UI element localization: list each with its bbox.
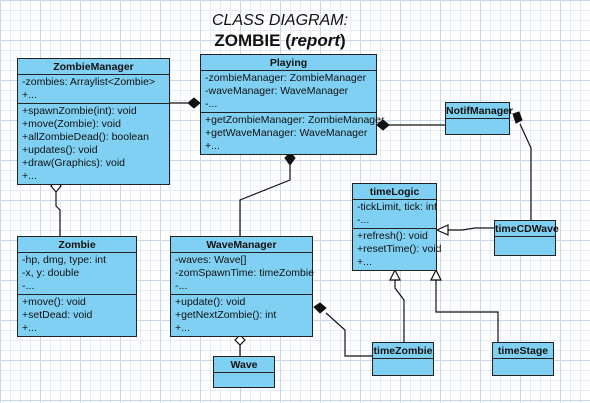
class-notifmanager[interactable]: NotifManager — [445, 102, 514, 135]
methods-section: +update(): void +getNextZombie(): int +.… — [171, 294, 312, 336]
class-timestage[interactable]: timeStage — [492, 342, 554, 376]
inheritance-arrow-timezombie — [389, 268, 401, 281]
composition-diamond-playing-bottom — [284, 151, 296, 166]
method: +... — [22, 322, 37, 334]
class-timezombie[interactable]: timeZombie — [372, 342, 434, 376]
composition-diamond-playing-right — [376, 119, 390, 131]
class-name: Zombie — [18, 237, 136, 253]
attribute: -... — [205, 98, 218, 110]
attribute: +... — [22, 89, 37, 101]
attribute: -tickLimit, tick: int — [357, 201, 437, 213]
method: +getNextZombie(): int — [175, 309, 277, 321]
link-timezombie-timelogic — [394, 280, 405, 342]
methods-section: +refresh(): void +resetTime(): void +... — [353, 228, 442, 270]
attribute: -zombies: Arraylist<Zombie> — [22, 76, 156, 88]
attributes-section: -zombieManager: ZombieManager -waveManag… — [201, 71, 376, 112]
attribute: -waveManager: WaveManager — [205, 85, 349, 97]
method: +... — [22, 170, 37, 182]
class-zombie[interactable]: Zombie -hp, dmg, type: int -x, y: double… — [17, 236, 137, 337]
class-name: timeZombie — [373, 345, 433, 359]
method: +... — [357, 256, 372, 268]
method: +resetTime(): void — [357, 243, 442, 255]
title-main: ZOMBIE — [214, 31, 281, 50]
class-wavemanager[interactable]: WaveManager -waves: Wave[] -zomSpawnTime… — [170, 236, 315, 337]
class-name: timeLogic — [353, 184, 436, 200]
attribute: -hp, dmg, type: int — [22, 254, 107, 266]
class-name: WaveManager — [171, 237, 312, 253]
attribute: -... — [357, 214, 370, 226]
class-name: ZombieManager — [18, 59, 169, 75]
link-playing-wavemanager — [239, 165, 291, 236]
method: +allZombieDead(): boolean — [22, 131, 149, 143]
methods-section: +getZombieManager: ZombieManager +getWav… — [201, 112, 385, 154]
method: +draw(Graphics): void — [22, 157, 125, 169]
diagram-title-line2: ZOMBIE (report) — [0, 31, 560, 51]
attribute: -zomSpawnTime: timeZombie — [175, 267, 315, 279]
class-timelogic[interactable]: timeLogic -tickLimit, tick: int -... +re… — [352, 183, 442, 271]
attributes-section: -waves: Wave[] -zomSpawnTime: timeZombie… — [171, 253, 315, 294]
title-paren-close: ) — [339, 31, 346, 50]
method: +getZombieManager: ZombieManager — [205, 114, 385, 126]
class-name: NotifManager — [446, 105, 514, 119]
link-timecdwave-timelogic — [448, 227, 494, 231]
method: +... — [175, 322, 190, 334]
class-timecdwave[interactable]: timeCDWave — [494, 220, 559, 256]
methods-section: +spawnZombie(int): void +move(Zombie): v… — [18, 103, 169, 184]
class-playing[interactable]: Playing -zombieManager: ZombieManager -w… — [200, 54, 385, 155]
attribute: -... — [175, 280, 188, 292]
attribute: -... — [22, 280, 35, 292]
aggregation-diamond-wavemanager — [234, 334, 246, 346]
link-wavemanager-timezombie — [325, 312, 372, 357]
link-notifmanager-timecdwave — [519, 123, 532, 220]
inheritance-arrow-timecdwave — [435, 224, 449, 236]
methods-section: +move(): void +setDead: void +... — [18, 294, 136, 336]
method: +spawnZombie(int): void — [22, 105, 137, 117]
attributes-section: -hp, dmg, type: int -x, y: double -... — [18, 253, 136, 294]
diagram-title-line1: CLASS DIAGRAM: — [211, 12, 349, 29]
attribute: -waves: Wave[] — [175, 254, 247, 266]
method: +update(): void — [175, 296, 246, 308]
class-name: Playing — [201, 55, 376, 71]
inheritance-arrow-timestage — [430, 268, 442, 281]
method: +move(Zombie): void — [22, 118, 121, 130]
link-timestage-timelogic — [435, 280, 499, 342]
attributes-section: -zombies: Arraylist<Zombie> +... — [18, 75, 169, 103]
composition-diamond-wavemanager — [313, 302, 327, 314]
attribute: -zombieManager: ZombieManager — [205, 72, 367, 84]
class-name: timeCDWave — [495, 223, 559, 237]
method: +updates(): void — [22, 144, 98, 156]
method: +getWaveManager: WaveManager — [205, 127, 368, 139]
link-zombiemanager-zombie — [55, 192, 61, 236]
attributes-section: -tickLimit, tick: int -... — [353, 200, 437, 228]
method: +refresh(): void — [357, 230, 428, 242]
class-name: Wave — [214, 357, 274, 373]
composition-diamond-playing-left — [187, 97, 201, 109]
method: +... — [205, 140, 220, 152]
composition-diamond-notifmanager — [512, 111, 523, 124]
title-italic: report — [290, 31, 340, 50]
attribute: -x, y: double — [22, 267, 80, 279]
title-paren-open: ( — [285, 31, 291, 50]
method: +setDead: void — [22, 309, 93, 321]
class-wave[interactable]: Wave — [213, 356, 275, 388]
class-name: timeStage — [493, 343, 553, 359]
class-zombiemanager[interactable]: ZombieManager -zombies: Arraylist<Zombie… — [17, 58, 170, 185]
method: +move(): void — [22, 296, 86, 308]
